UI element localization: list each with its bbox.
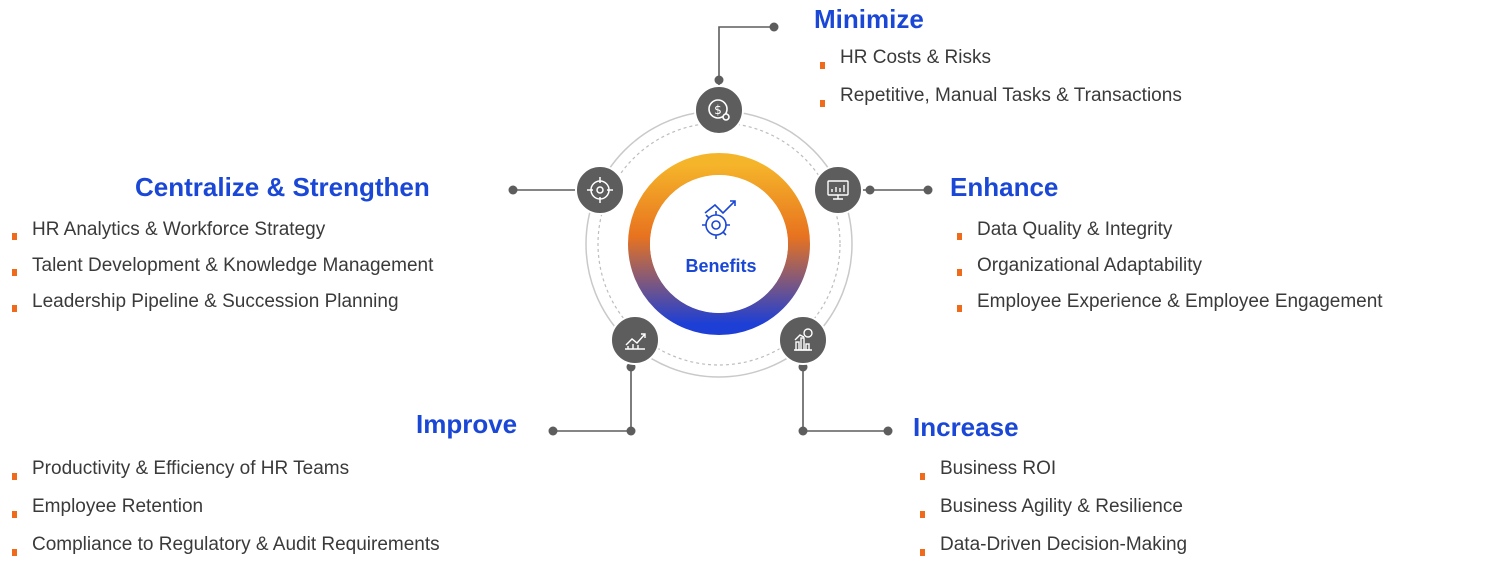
list-item: Data Quality & Integrity <box>953 219 1383 255</box>
dollar-icon: $ <box>708 99 730 121</box>
growth-chart-icon <box>625 333 646 350</box>
node-centralize <box>575 165 625 215</box>
list-item: HR Analytics & Workforce Strategy <box>8 219 433 255</box>
node-minimize: $ <box>694 85 744 135</box>
heading-increase: Increase <box>913 412 1019 442</box>
list-minimize: HR Costs & Risks Repetitive, Manual Task… <box>816 47 1182 123</box>
connector-minimize <box>718 26 774 88</box>
node-improve <box>610 315 660 365</box>
list-item: Leadership Pipeline & Succession Plannin… <box>8 291 433 327</box>
gradient-ring <box>628 153 810 335</box>
list-increase: Business ROI Business Agility & Resilien… <box>916 458 1187 572</box>
heading-minimize: Minimize <box>814 4 924 34</box>
monitor-chart-icon <box>827 180 849 200</box>
heading-centralize: Centralize & Strengthen <box>135 172 430 202</box>
list-item: Employee Experience & Employee Engagemen… <box>953 291 1383 327</box>
bar-chart-gear-icon <box>794 328 813 351</box>
center-label: Benefits <box>685 256 757 276</box>
list-improve: Productivity & Efficiency of HR Teams Em… <box>8 458 440 572</box>
list-item: Business Agility & Resilience <box>916 496 1187 534</box>
heading-improve: Improve <box>416 409 518 439</box>
list-item: HR Costs & Risks <box>816 47 1182 85</box>
list-centralize: HR Analytics & Workforce Strategy Talent… <box>8 219 433 327</box>
center-disc <box>650 175 788 313</box>
svg-text:$: $ <box>714 103 722 117</box>
heading-enhance: Enhance <box>950 172 1059 202</box>
node-enhance <box>813 165 863 215</box>
connector-improve <box>553 365 632 432</box>
target-icon <box>587 177 613 203</box>
list-item: Compliance to Regulatory & Audit Require… <box>8 534 440 572</box>
gear-growth-icon <box>702 200 736 239</box>
list-item: Repetitive, Manual Tasks & Transactions <box>816 85 1182 123</box>
list-item: Organizational Adaptability <box>953 255 1383 291</box>
connector-increase <box>802 365 888 432</box>
list-item: Business ROI <box>916 458 1187 496</box>
node-increase <box>778 315 828 365</box>
list-item: Productivity & Efficiency of HR Teams <box>8 458 440 496</box>
list-item: Employee Retention <box>8 496 440 534</box>
list-enhance: Data Quality & Integrity Organizational … <box>953 219 1383 327</box>
list-item: Data-Driven Decision-Making <box>916 534 1187 572</box>
list-item: Talent Development & Knowledge Managemen… <box>8 255 433 291</box>
dashed-ring <box>597 122 841 366</box>
